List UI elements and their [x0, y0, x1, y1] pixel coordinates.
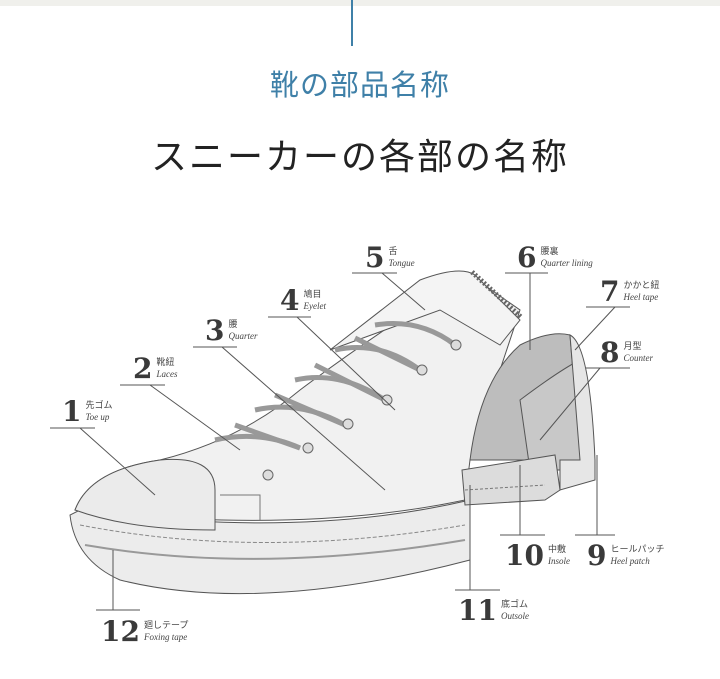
part-name-en: Quarter — [228, 331, 258, 341]
part-name-en: Toe up — [85, 412, 110, 422]
page-subtitle: スニーカーの各部の名称 — [150, 137, 569, 178]
part-name-jp: 月型 — [623, 342, 642, 352]
part-name-jp: 靴紐 — [156, 358, 175, 368]
top-band — [0, 0, 720, 6]
part-name-en: Heel tape — [623, 292, 659, 302]
part-number: 11 — [458, 594, 497, 627]
part-number: 7 — [600, 275, 620, 308]
part-name-jp: かかと紐 — [623, 281, 660, 291]
part-name-en: Heel patch — [610, 556, 650, 566]
part-name-en: Foxing tape — [143, 632, 188, 642]
part-number: 12 — [101, 615, 140, 648]
part-name-en: Outsole — [500, 611, 529, 621]
part-number: 1 — [62, 395, 82, 428]
foxing-stripe — [79, 524, 466, 543]
leader-lines — [50, 272, 630, 611]
part-number: 8 — [600, 336, 620, 369]
accent-divider — [351, 0, 353, 46]
section-title: 靴の部品名称 — [269, 68, 450, 102]
part-name-jp: 中敷 — [547, 545, 566, 555]
part-name-jp: 先ゴム — [85, 401, 113, 411]
part-name-jp: 腰裏 — [540, 247, 559, 257]
part-name-en: Laces — [156, 369, 178, 379]
laces — [214, 321, 457, 451]
part-number: 9 — [587, 539, 607, 572]
insole — [461, 454, 561, 506]
part-name-en: Insole — [547, 556, 570, 566]
part-number: 10 — [505, 539, 544, 572]
part-number: 3 — [205, 314, 225, 347]
sneaker-illustration — [69, 270, 596, 595]
part-number: 6 — [517, 241, 537, 274]
part-name-jp: 底ゴム — [500, 600, 528, 610]
part-name-jp: 腰 — [228, 320, 238, 330]
part-number: 5 — [365, 241, 385, 274]
part-name-en: Counter — [623, 353, 653, 363]
part-number: 2 — [133, 352, 153, 385]
eyelets — [262, 339, 462, 481]
part-number: 4 — [280, 284, 300, 317]
part-name-en: Quarter lining — [540, 258, 593, 268]
heel — [559, 334, 596, 491]
part-name-jp: 廻しテープ — [143, 621, 189, 631]
part-name-en: Tongue — [388, 258, 415, 268]
part-name-jp: 舌 — [388, 247, 398, 257]
part-name-en: Eyelet — [303, 301, 326, 311]
part-name-jp: ヒールパッチ — [610, 545, 665, 555]
tongue — [329, 270, 521, 351]
part-name-jp: 鳩目 — [303, 290, 322, 300]
toe-cap — [74, 458, 216, 531]
